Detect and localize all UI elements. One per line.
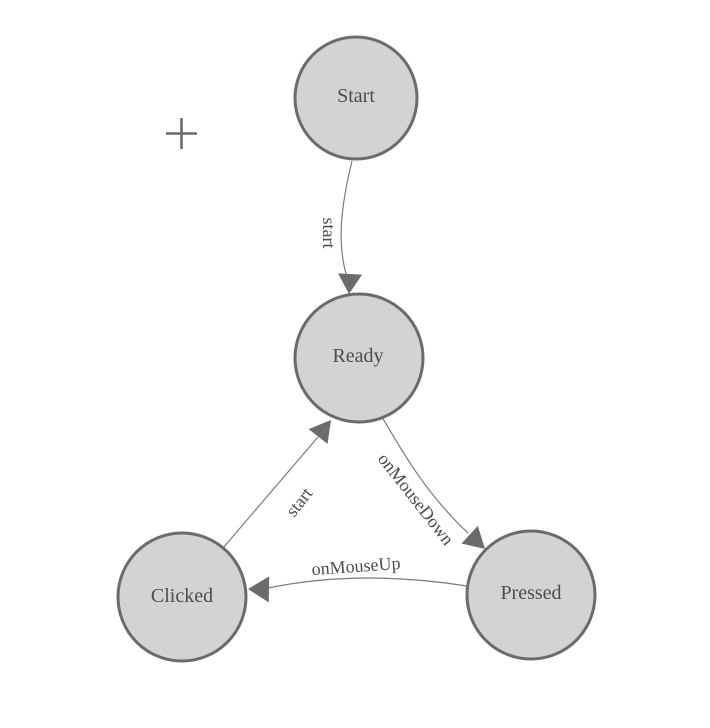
edge-clicked-to-ready-arrowhead-icon (308, 420, 331, 444)
state-node-start-label: Start (337, 85, 375, 107)
edge-ready-to-pressed[interactable]: onMouseDown (374, 416, 493, 558)
edge-clicked-to-ready-label[interactable]: start (282, 484, 317, 521)
edge-start-to-ready-label[interactable]: start (319, 218, 339, 249)
state-node-ready-label: Ready (332, 345, 383, 367)
edge-start-to-ready-arrowhead-icon (338, 273, 363, 294)
edge-pressed-to-clicked-line[interactable] (267, 577, 468, 589)
edge-start-to-ready[interactable]: start (319, 160, 363, 295)
state-node-start[interactable]: Start (293, 35, 419, 161)
edge-ready-to-pressed-label[interactable]: onMouseDown (374, 449, 458, 549)
edge-pressed-to-clicked-arrowhead-icon (248, 576, 270, 603)
edge-pressed-to-clicked-label[interactable]: onMouseUp (311, 553, 401, 579)
edge-clicked-to-ready[interactable]: start (222, 413, 340, 549)
edge-ready-to-pressed-arrowhead-icon (461, 525, 485, 549)
state-node-ready-circle[interactable] (293, 292, 425, 424)
state-node-ready[interactable]: Ready (293, 292, 425, 424)
state-node-start-circle[interactable] (293, 35, 419, 161)
edge-ready-to-pressed-line[interactable] (381, 416, 469, 534)
edge-start-to-ready-line[interactable] (340, 160, 353, 278)
state-node-pressed-circle[interactable] (465, 529, 597, 661)
edge-clicked-to-ready-line[interactable] (222, 436, 319, 549)
plus-icon (166, 118, 197, 149)
state-node-clicked-label: Clicked (151, 585, 213, 607)
edge-pressed-to-clicked[interactable]: onMouseUp (248, 553, 468, 603)
state-node-clicked-circle[interactable] (116, 531, 248, 663)
state-node-pressed[interactable]: Pressed (465, 529, 597, 661)
state-node-pressed-label: Pressed (500, 582, 561, 604)
nodes-layer: Start Ready Clicked Pressed (116, 35, 597, 663)
state-node-clicked[interactable]: Clicked (116, 531, 248, 663)
